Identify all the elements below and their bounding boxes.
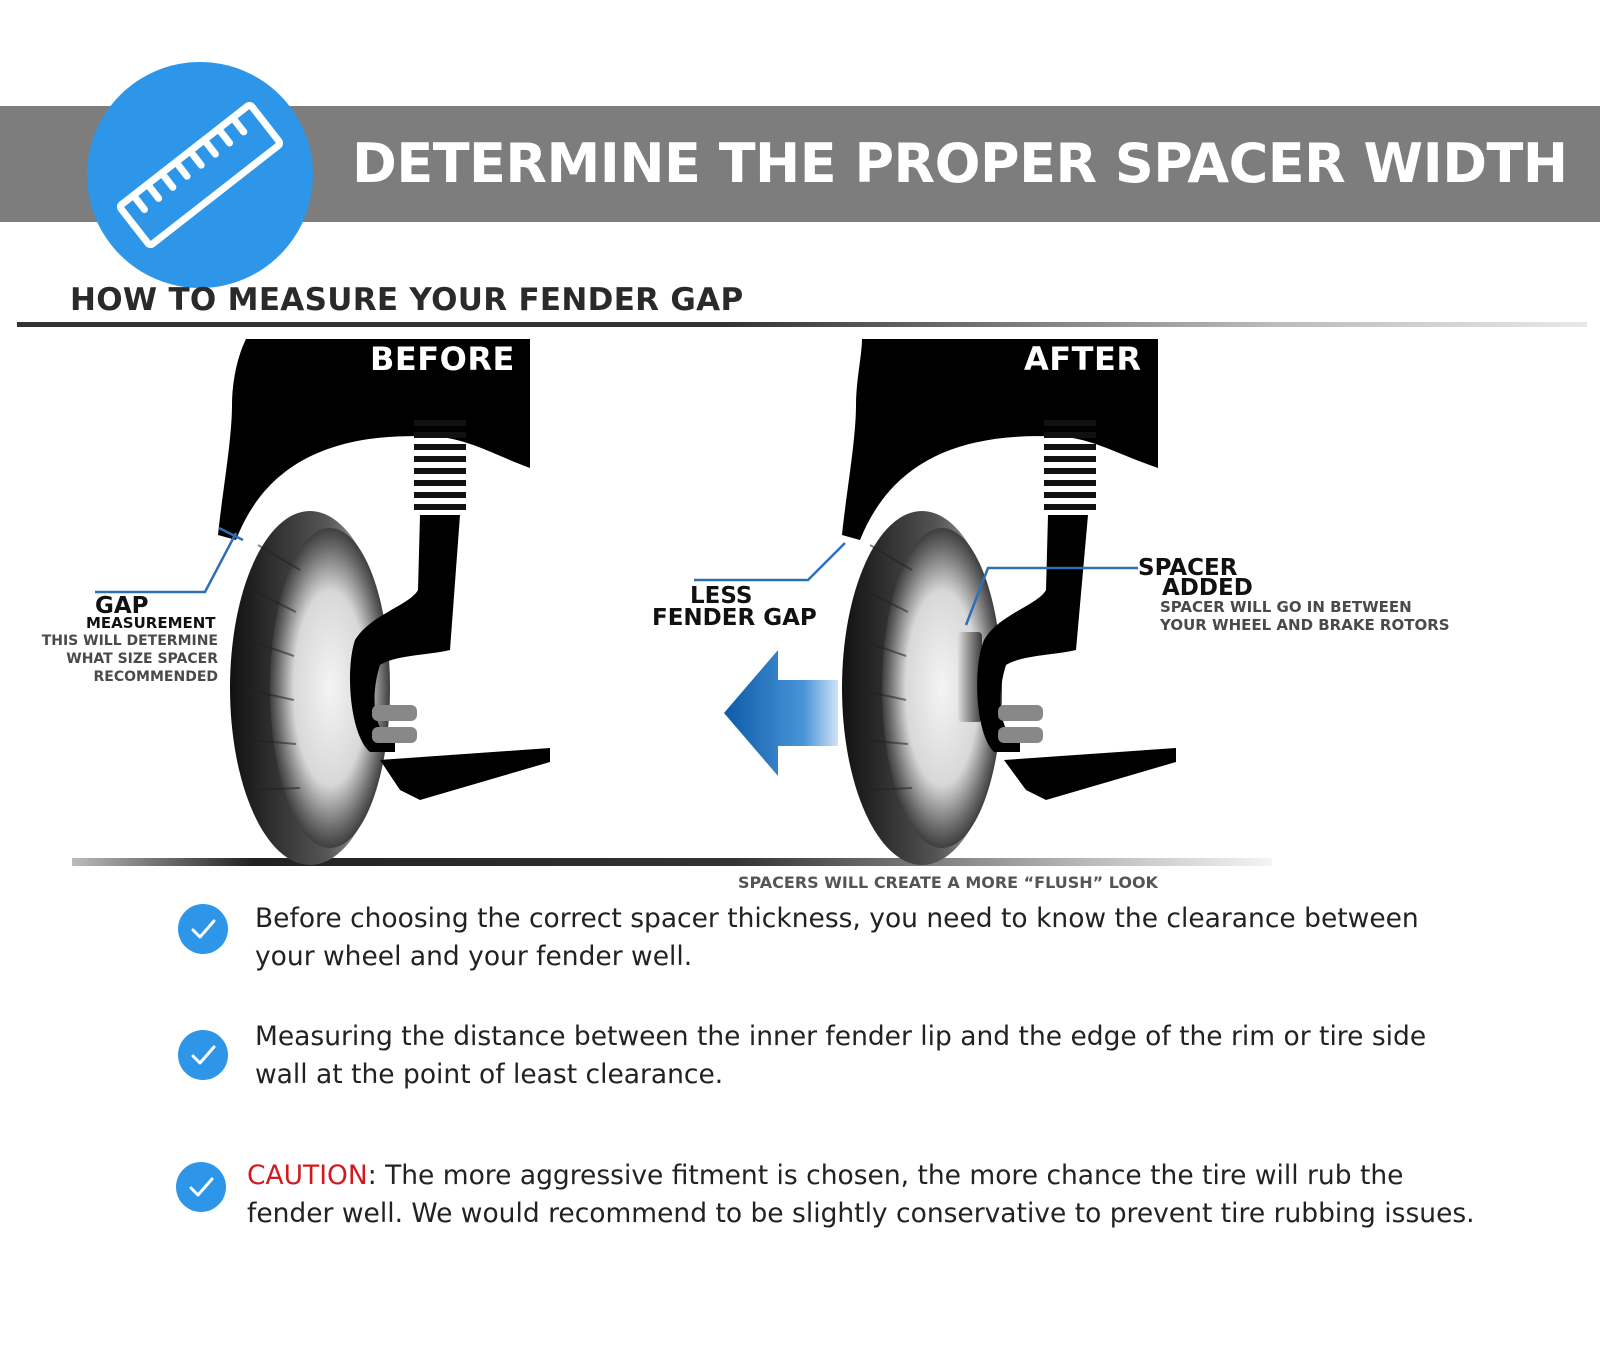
bullet-3-text: CAUTION: The more aggressive fitment is … (247, 1157, 1477, 1233)
check-icon (178, 1030, 228, 1080)
caution-text: : The more aggressive fitment is chosen,… (247, 1160, 1475, 1229)
spacer-disc (958, 632, 982, 722)
gap-desc-1: THIS WILL DETERMINE (41, 633, 218, 649)
gap-title: GAP (95, 593, 149, 619)
check-icon (178, 904, 228, 954)
page-title: DETERMINE THE PROPER SPACER WIDTH (352, 132, 1568, 195)
spacer-desc-2: YOUR WHEEL AND BRAKE ROTORS (1160, 616, 1450, 634)
diagram-caption: SPACERS WILL CREATE A MORE “FLUSH” LOOK (738, 873, 1158, 892)
spacer-added-label: ADDED (1162, 575, 1253, 601)
before-label: BEFORE (370, 340, 515, 378)
bullet-2-text: Measuring the distance between the inner… (255, 1021, 1427, 1090)
after-illustration (694, 339, 1176, 865)
gap-measurement-label: MEASUREMENT (86, 614, 216, 632)
section-title: HOW TO MEASURE YOUR FENDER GAP (70, 282, 744, 318)
before-illustration (95, 339, 550, 865)
ruler-badge (87, 62, 313, 288)
gap-desc-2: WHAT SIZE SPACER (66, 651, 218, 667)
ground-line (72, 858, 1272, 866)
ruler-icon (116, 101, 284, 249)
arrow-left-icon (724, 650, 838, 776)
section-divider (17, 322, 1587, 327)
after-label: AFTER (1024, 340, 1142, 378)
less-label: LESS (690, 583, 753, 609)
fender-gap-diagram (72, 339, 1272, 866)
gap-desc-3: RECOMMENDED (93, 669, 218, 685)
caution-label: CAUTION (247, 1160, 368, 1191)
spacer-desc-1: SPACER WILL GO IN BETWEEN (1160, 598, 1412, 616)
fender-gap-label: FENDER GAP (652, 605, 817, 631)
check-icon (176, 1162, 226, 1212)
bullet-1-text: Before choosing the correct spacer thick… (255, 903, 1419, 972)
spacer-title: SPACER (1138, 555, 1238, 581)
